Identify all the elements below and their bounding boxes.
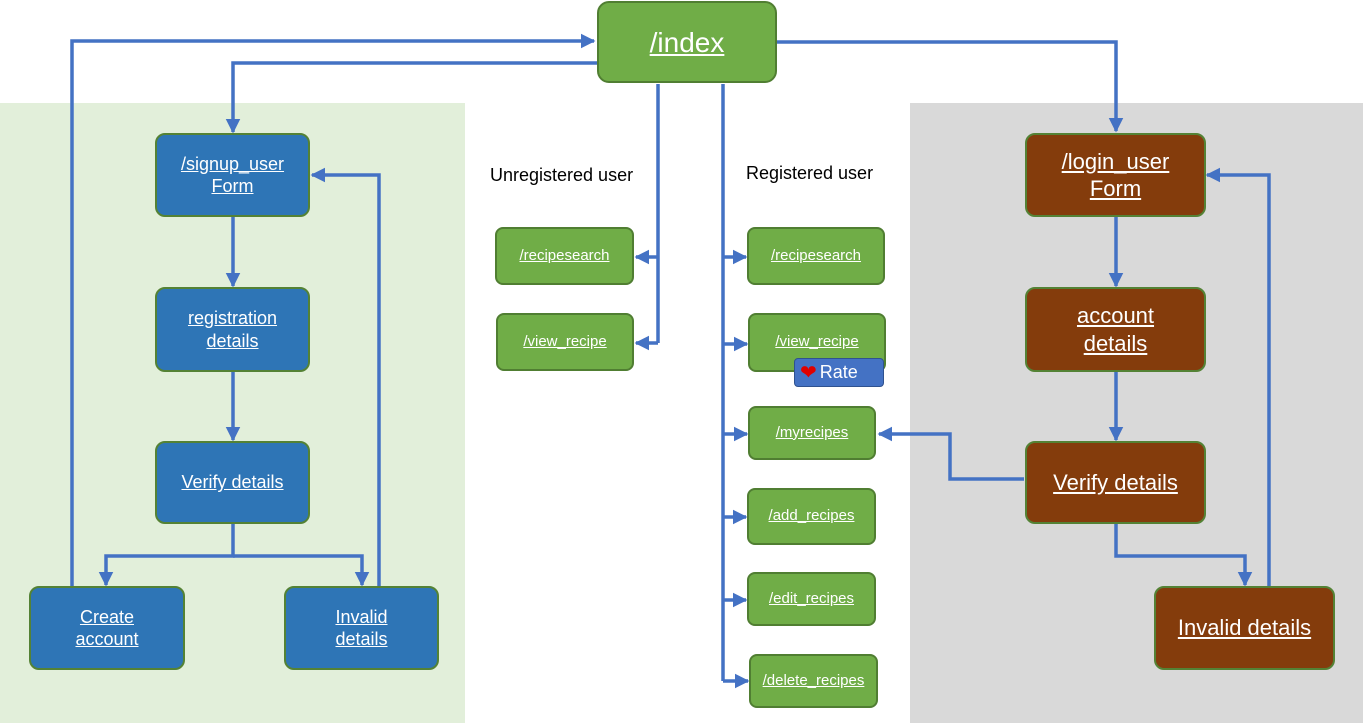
- login-invalid-to-login-arrow: [1205, 167, 1271, 586]
- signup-invalid-line1: Invalid: [335, 606, 388, 627]
- verify-to-myrecipes-arrow: [877, 426, 1024, 481]
- registered-heading: Registered user: [746, 163, 874, 183]
- reg-recipesearch-node[interactable]: /recipesearch: [747, 227, 885, 285]
- verify-to-invalid-arrow: [233, 554, 370, 587]
- unreg-recipesearch-node[interactable]: /recipesearch: [495, 227, 634, 285]
- account-line1: account: [1076, 303, 1155, 328]
- signup-verify-node[interactable]: Verify details: [155, 441, 310, 524]
- verify-to-login-invalid-arrow: [1114, 524, 1253, 587]
- create-line2: account: [75, 629, 139, 649]
- index-to-login-arrow: [777, 40, 1124, 133]
- verify-to-create-arrow: [98, 524, 235, 587]
- login-form-line1: /login_user: [1061, 148, 1170, 174]
- create-to-index-arrow: [70, 33, 596, 586]
- signup-invalid-line2: details: [335, 629, 388, 649]
- heart-icon: ❤: [800, 362, 817, 384]
- login-form-line2: Form: [1089, 176, 1142, 201]
- signup-form-line1: /signup_user: [180, 153, 285, 174]
- rate-label: Rate: [819, 362, 858, 382]
- edit-recipes-node[interactable]: /edit_recipes: [747, 572, 876, 626]
- rate-button[interactable]: ❤ Rate: [794, 358, 884, 387]
- signup-form-line2: Form: [211, 176, 254, 196]
- myrecipes-node[interactable]: /myrecipes: [748, 406, 876, 460]
- registration-line1: registration: [187, 308, 278, 328]
- index-node[interactable]: /index: [597, 1, 777, 83]
- index-to-signup-arrow: [225, 61, 597, 134]
- login-invalid-node[interactable]: Invalid details: [1154, 586, 1335, 670]
- login-verify-node[interactable]: Verify details: [1025, 441, 1206, 524]
- registration-line2: details: [206, 330, 259, 351]
- unreg-view-recipe-node[interactable]: /view_recipe: [496, 313, 634, 371]
- account-line2: details: [1083, 330, 1148, 356]
- invalid-to-signup-arrow: [310, 167, 381, 586]
- delete-recipes-node[interactable]: /delete_recipes: [749, 654, 878, 708]
- add-recipes-node[interactable]: /add_recipes: [747, 488, 876, 545]
- create-line1: Create: [79, 606, 134, 627]
- unregistered-heading: Unregistered user: [490, 165, 634, 185]
